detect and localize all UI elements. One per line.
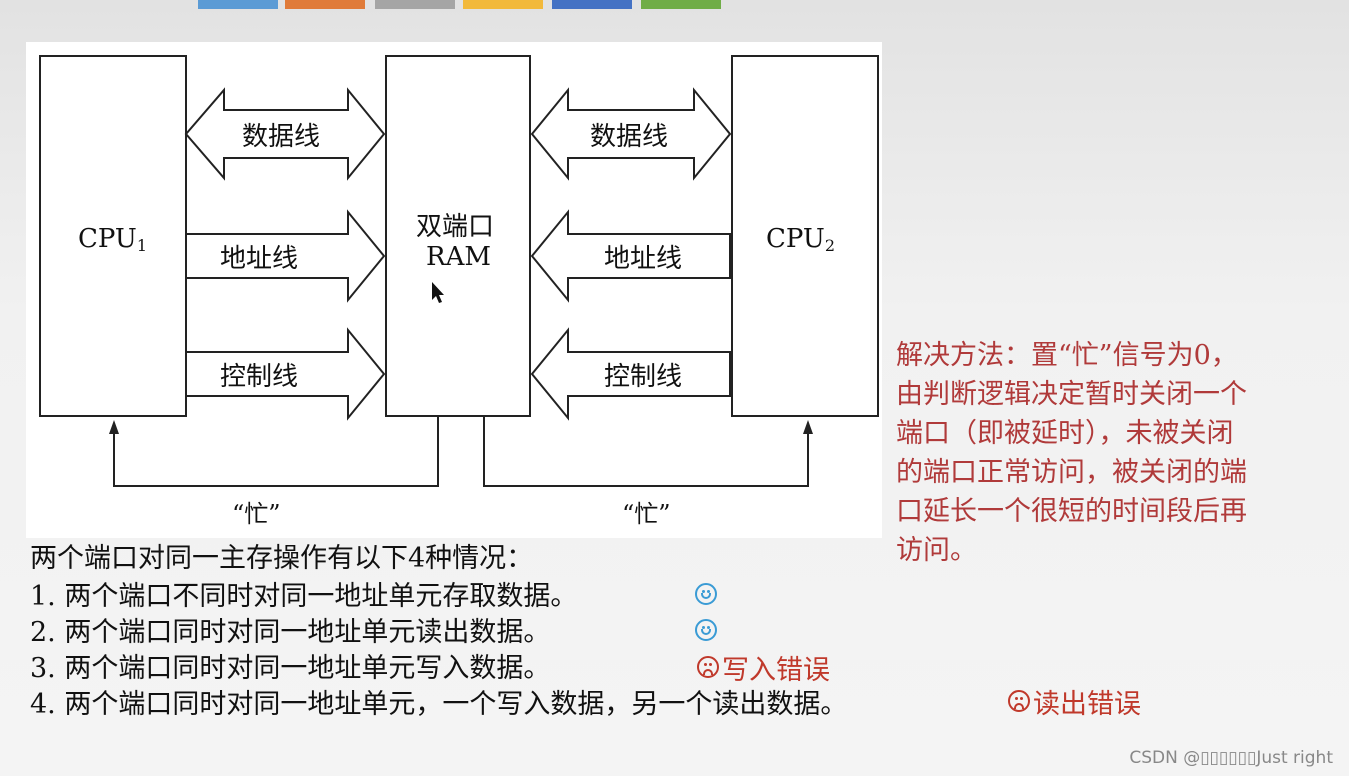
ram-label-line1: 双端口 <box>416 212 495 242</box>
write-error-label: 写入错误 <box>722 655 830 686</box>
solution-line: 的端口正常访问，被关闭的端 <box>896 457 1247 488</box>
color-strip-segment <box>375 0 455 9</box>
solution-line: 口延长一个很短的时间段后再 <box>896 496 1247 527</box>
address-bus-left-label: 地址线 <box>220 244 299 274</box>
control-bus-left-arrow <box>185 327 386 421</box>
mouse-cursor-icon <box>432 282 444 303</box>
cpu2-label: CPU2 <box>766 224 836 255</box>
read-error-label: 读出错误 <box>1033 689 1141 720</box>
cases-heading: 两个端口对同一主存操作有以下4种情况： <box>30 543 534 574</box>
busy-line-right <box>483 416 809 487</box>
color-strip-segment <box>285 0 365 9</box>
data-bus-left-label: 数据线 <box>242 122 321 152</box>
smile-icon <box>695 619 717 641</box>
color-strip <box>0 0 800 12</box>
data-bus-left-arrow <box>184 87 386 181</box>
color-strip-segment <box>552 0 632 9</box>
address-bus-right-arrow <box>530 209 731 303</box>
ram-label-line2: RAM <box>426 242 491 272</box>
frown-icon <box>697 656 719 678</box>
control-bus-right-arrow <box>530 327 731 421</box>
dual-port-ram-diagram <box>39 55 879 487</box>
solution-text: 解决方法：置“忙”信号为0， 由判断逻辑决定暂时关闭一个 端口（即被延时），未被… <box>896 336 1336 570</box>
busy-arrowhead-right <box>803 420 813 434</box>
address-bus-left-arrow <box>185 209 386 303</box>
color-strip-segment <box>463 0 543 9</box>
case-item: 1. 两个端口不同时对同一地址单元存取数据。 <box>30 581 578 612</box>
case-item: 3. 两个端口同时对同一地址单元写入数据。 <box>30 653 551 684</box>
busy-label-left: “忙” <box>232 500 281 528</box>
cpu2-box <box>731 55 879 417</box>
busy-arrowhead-left <box>109 420 119 434</box>
watermark: CSDN @▯▯▯▯▯▯Just right <box>1129 748 1333 768</box>
address-bus-right-label: 地址线 <box>604 244 683 274</box>
cpu1-label: CPU1 <box>78 224 148 255</box>
data-bus-right-label: 数据线 <box>590 122 669 152</box>
frown-icon <box>1008 690 1030 712</box>
busy-label-right: “忙” <box>622 500 671 528</box>
color-strip-segment <box>198 0 278 9</box>
data-bus-right-arrow <box>530 87 732 181</box>
solution-line: 由判断逻辑决定暂时关闭一个 <box>896 379 1247 410</box>
control-bus-left-label: 控制线 <box>220 362 299 392</box>
color-strip-segment <box>641 0 721 9</box>
smile-icon <box>695 583 717 605</box>
case-item: 2. 两个端口同时对同一地址单元读出数据。 <box>30 617 551 648</box>
case-item: 4. 两个端口同时对同一地址单元，一个写入数据，另一个读出数据。 <box>30 689 848 720</box>
control-bus-right-label: 控制线 <box>604 362 683 392</box>
solution-line: 解决方法：置“忙”信号为0， <box>896 340 1238 371</box>
busy-line-left <box>113 416 439 487</box>
ram-box <box>385 55 531 417</box>
solution-line: 端口（即被延时），未被关闭 <box>896 418 1234 449</box>
diagram-panel <box>26 42 882 538</box>
solution-line: 访问。 <box>896 535 977 566</box>
